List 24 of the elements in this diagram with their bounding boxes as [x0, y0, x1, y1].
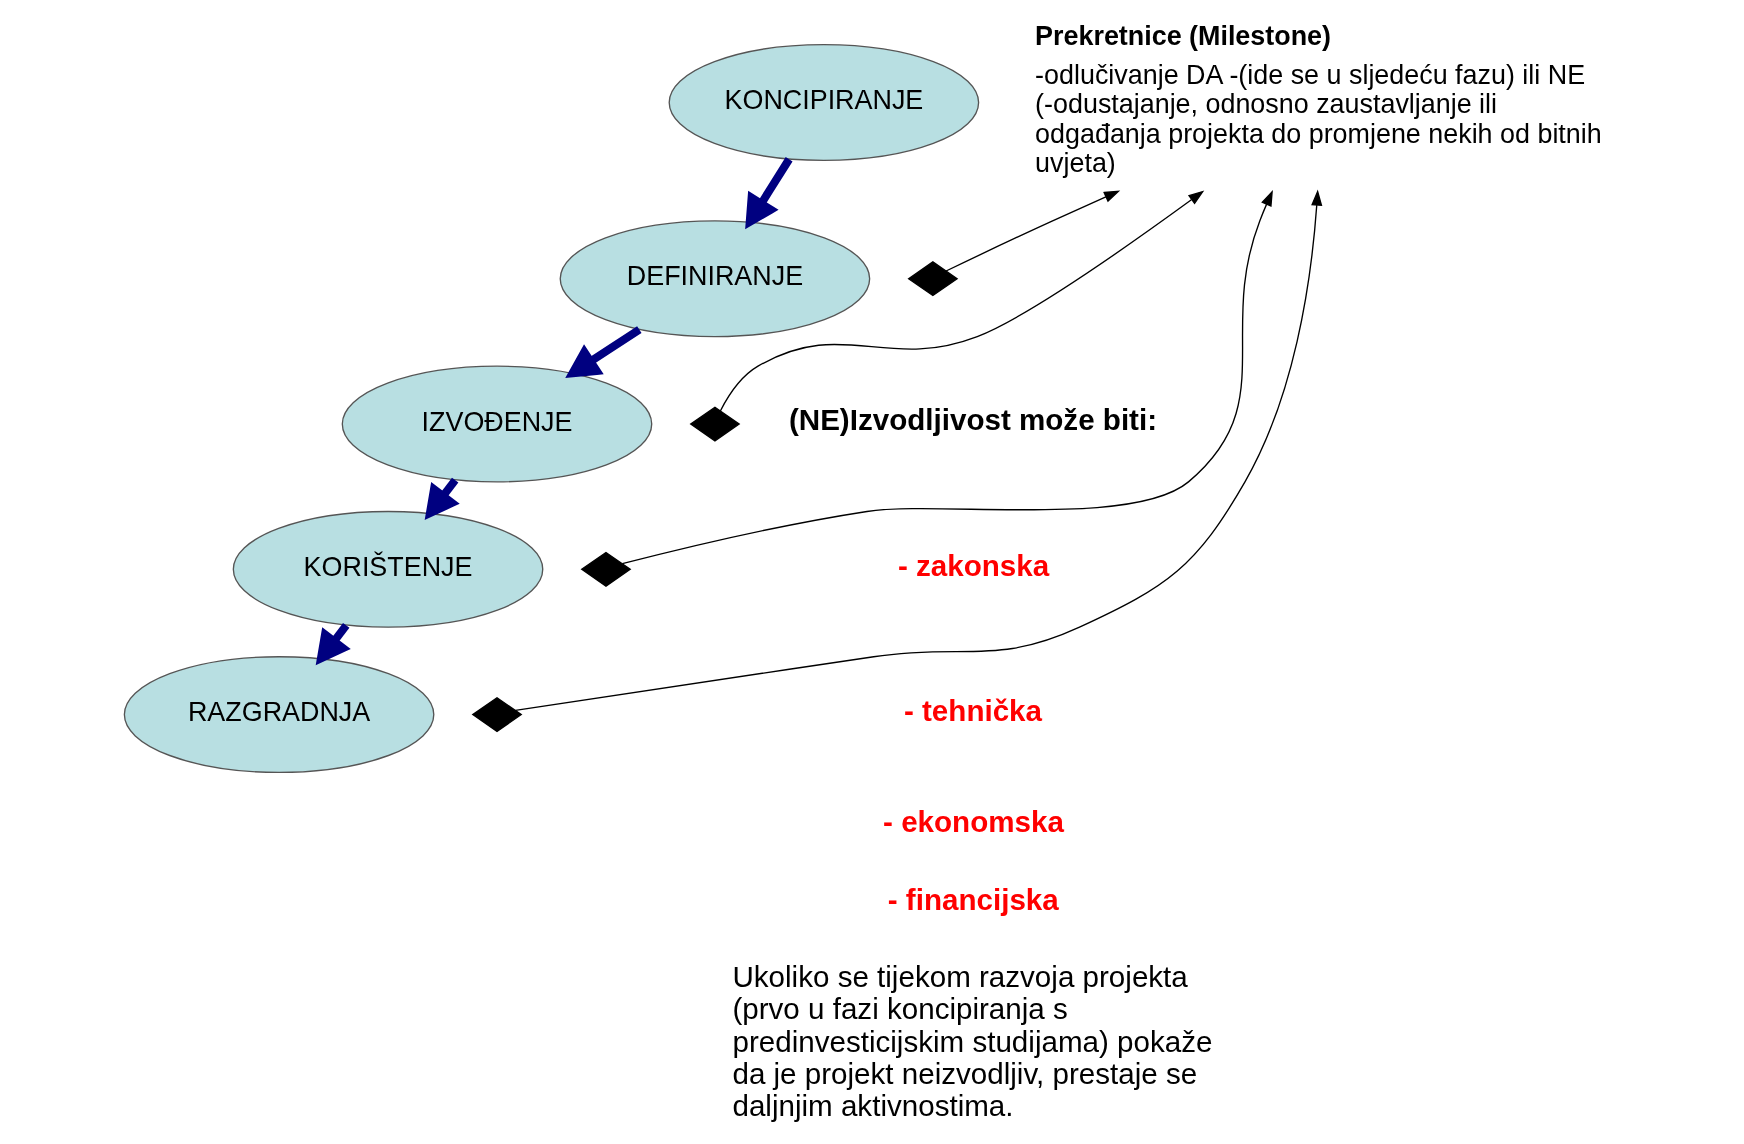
node-ellipse: KORIŠTENJE [232, 510, 544, 628]
node-ellipse: DEFINIRANJE [559, 220, 871, 338]
arrow [315, 622, 351, 666]
node-text: Prekretnice (Milestone) -odlučivanje DA -(ide se u sljedeću fazu) ili NE (-odustajanje, odnosno zaustavljanje ili odgađanja projekta do promjene nekih od bitnih uvjeta) [1035, 20, 1602, 179]
node-ellipse: RAZGRADNJA [123, 656, 435, 774]
arrow [424, 477, 460, 521]
node-diamond [471, 696, 523, 733]
label: - tehnička [903, 693, 1043, 727]
label: - financijska [887, 883, 1059, 917]
label: - zakonska [897, 548, 1050, 582]
arrow [621, 189, 1273, 565]
node-diamond [689, 406, 741, 442]
node-diamond [907, 261, 959, 297]
label: - ekonomska [883, 805, 1064, 839]
arrow [514, 189, 1323, 712]
node-ellipse: IZVOĐENJE [341, 365, 653, 483]
node-ellipse: KONCIPIRANJE [668, 44, 980, 162]
label: Ukoliko se tijekom razvoja projekta (prvo u fazi koncipiranja s predinvesticijskim studijama) pokaže da je projekt neizvodljiv, prestaje se daljnjim aktivnostima. [732, 960, 1213, 1123]
node-diamond [580, 551, 632, 587]
arrow [719, 190, 1205, 412]
label: (NE)Izvodljivost može biti: [788, 403, 1158, 437]
arrow [745, 157, 793, 230]
arrow [945, 190, 1121, 272]
arrow [565, 326, 642, 379]
